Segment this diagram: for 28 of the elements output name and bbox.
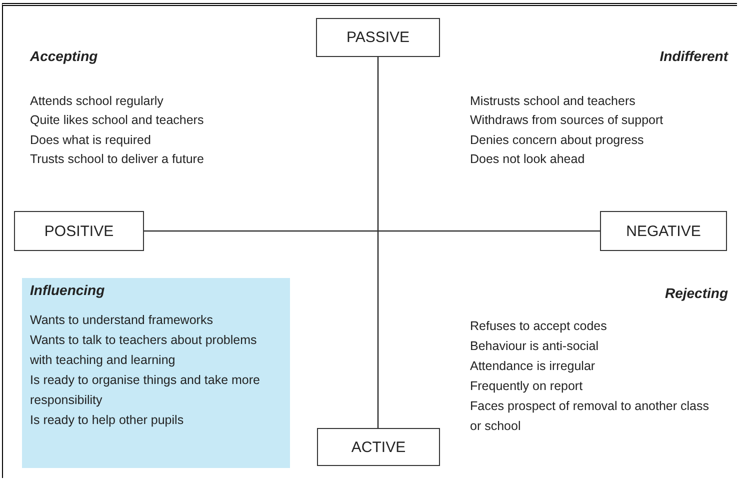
axis-label-box: PASSIVE bbox=[316, 18, 440, 57]
list-item: Attends school regularly bbox=[30, 93, 164, 110]
highlight-panel bbox=[22, 278, 290, 468]
list-item: Wants to talk to teachers about problems with teaching and learning bbox=[30, 332, 258, 369]
list-item: Quite likes school and teachers bbox=[30, 112, 204, 129]
list-item: Frequently on report bbox=[470, 378, 583, 395]
list-item: Does not look ahead bbox=[470, 151, 585, 168]
quadrant-heading: Indifferent bbox=[660, 47, 728, 66]
list-item: Mistrusts school and teachers bbox=[470, 93, 636, 110]
list-item: Behaviour is anti-social bbox=[470, 338, 599, 355]
quadrant-heading: Influencing bbox=[30, 281, 106, 300]
list-item: Faces prospect of removal to another class or school bbox=[470, 398, 710, 435]
list-item: Is ready to organise things and take more responsibility bbox=[30, 372, 261, 409]
list-item: Does what is required bbox=[30, 132, 151, 149]
quadrant-heading: Rejecting bbox=[664, 284, 728, 303]
axis-label-box: ACTIVE bbox=[317, 428, 440, 466]
axis-line bbox=[377, 57, 379, 428]
axis-label-box: NEGATIVE bbox=[600, 211, 727, 251]
list-item: Refuses to accept codes bbox=[470, 318, 607, 335]
list-item: Wants to understand frameworks bbox=[30, 312, 214, 329]
list-item: Attendance is irregular bbox=[470, 358, 596, 375]
list-item: Withdraws from sources of support bbox=[470, 112, 664, 129]
quadrant-heading: Accepting bbox=[30, 47, 98, 66]
list-item: Is ready to help other pupils bbox=[30, 412, 185, 429]
axis-line bbox=[144, 230, 600, 232]
list-item: Trusts school to deliver a future bbox=[30, 151, 204, 168]
list-item: Denies concern about progress bbox=[470, 132, 644, 149]
axis-label-box: POSITIVE bbox=[14, 211, 144, 251]
